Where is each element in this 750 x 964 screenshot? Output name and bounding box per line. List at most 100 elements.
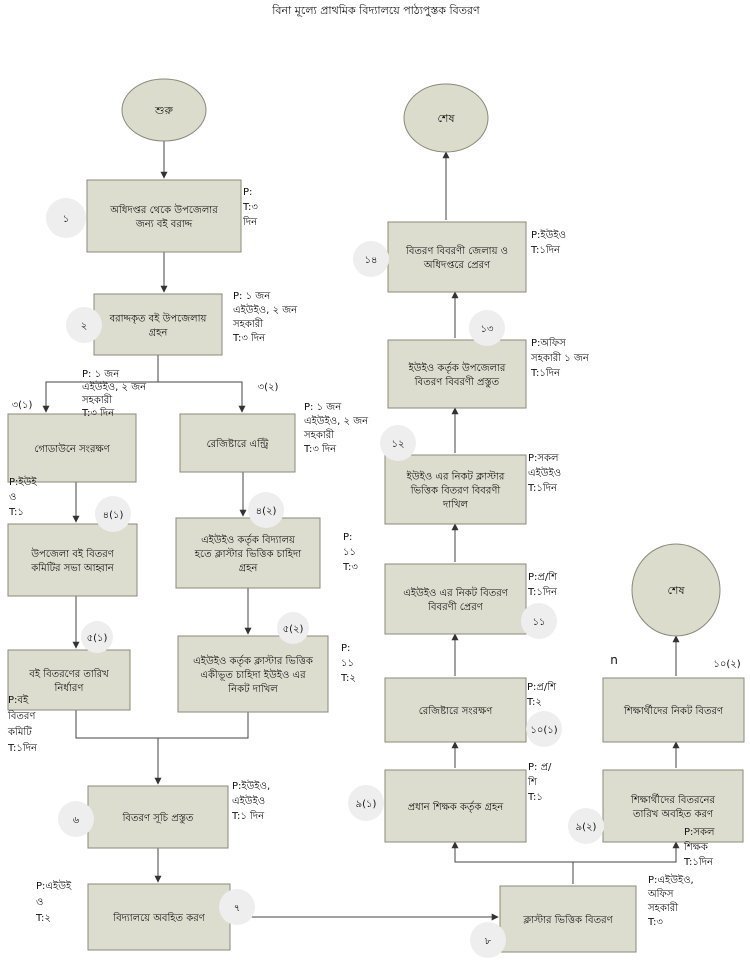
annotation-line: এইউইও, ২ জন (82, 380, 147, 393)
process-label-p4a: কমিটির সভা আহ্বান (30, 561, 114, 574)
process-box-p3a: গোডাউনে সংরক্ষণ (7, 413, 137, 483)
terminal-end-main-label: শেষ (437, 112, 455, 125)
step-number-8: ৮ (485, 936, 492, 947)
annotation-line: এইউইও (528, 466, 561, 479)
annotation-line: বিতরণ (7, 710, 36, 722)
annotation-line: এইউইও (232, 794, 265, 807)
process-box-p9b: শিক্ষার্থীদের বিতরনেরতারিখ অবহিত করণ (602, 769, 744, 843)
process-box-p9a: প্রধান শিক্ষক কর্তৃক গ্রহন (384, 769, 527, 843)
annotation-line: শিক্ষক (683, 841, 709, 853)
process-label-p12: দাখিল (442, 499, 469, 511)
process-label-p14: বিতরণ বিবরণী জেলায় ও (405, 244, 508, 257)
process-label-p1: জন্য বই বরাদ্দ (135, 218, 193, 230)
process-label-p12: ভিত্তিক বিতরণ বিবরণী (410, 484, 501, 497)
annotation-line: T:১দিন (530, 367, 561, 379)
process-box-p2: বরাদ্দকৃত বই উপজেলায়গ্রহন (93, 293, 223, 356)
step-number-5a: ৫(১) (87, 633, 108, 644)
step-number-11: ১১ (533, 617, 546, 628)
process-label-p5b: একীভূত চাহিদা ইউইও এর (200, 668, 306, 681)
terminal-end-right: শেষ (631, 543, 721, 637)
process-box-p7: বিদ্যালয়ে অবহিত করণ (87, 883, 231, 951)
arrow-8-to-9a (451, 841, 574, 884)
process-label-p2: বরাদ্দকৃত বই উপজেলায় (109, 312, 208, 325)
process-label-p12: ইউইও এর নিকট ক্লাস্টার (406, 470, 505, 483)
annotation-a10a: P:প্র/শিT:২ (526, 681, 557, 708)
annotation-line: T:৩ দিন (232, 332, 266, 344)
annotation-a5a: P:বই বিতরণ কমিটি T:১দিন (7, 694, 38, 754)
annotation-line: P:এইউই (36, 879, 72, 892)
step-number-12: ১২ (392, 439, 405, 450)
process-label-p13: বিতরণ বিবরণী প্রস্তুত (414, 375, 500, 388)
annotation-line: T:২ (35, 913, 51, 924)
process-label-p7: বিদ্যালয়ে অবহিত করণ (112, 912, 206, 924)
process-box-p6: বিতরণ সূচি প্রস্তুত (87, 785, 229, 849)
process-label-p11: বিবরণী প্রেরণ (427, 600, 484, 613)
annotation-line: P: ১ জন (82, 369, 120, 380)
annotation-line: সহকারী (232, 317, 263, 330)
step-number-6: ৬ (73, 815, 80, 826)
connectors (42, 141, 680, 921)
annotation-line: P: ১ জন (233, 291, 271, 302)
process-label-p6: বিতরণ সূচি প্রস্তুত (122, 812, 194, 824)
annotation-a9a: P: প্র/শিT:১ (527, 762, 552, 803)
step-number-5b: ৫(২) (283, 624, 304, 635)
step-number-3b: ৩(২) (258, 382, 279, 393)
process-label-p9a: প্রধান শিক্ষক কর্তৃক গ্রহন (408, 801, 505, 813)
process-label-p5a: নির্ধারণ (54, 682, 85, 694)
arrow-2-to-3a (42, 355, 159, 413)
step-number-14: ১৪ (365, 255, 378, 266)
annotation-line: T:১দিন (7, 742, 38, 754)
annotation-line: P: (341, 643, 350, 654)
process-label-p5a: বই বিতরণের তারিখ (28, 668, 109, 680)
annotation-a11: P:প্র/শিT:১দিন (527, 571, 558, 598)
step-number-10a: ১০(১) (530, 725, 557, 736)
process-label-p11: এইউইও এর নিকট বিতরণ (403, 586, 509, 599)
annotation-line: সহকারী (81, 393, 112, 406)
annotation-line: P: ১ জন (304, 402, 342, 413)
step-number-7: ৭ (234, 903, 241, 914)
process-label-p4b: গ্রহন (239, 563, 259, 574)
annotation-line: T:১দিন (683, 856, 714, 868)
step-numbers: ১ ২ ৩(১) ৩(২) ৪(১) ৪(২) ৫(১) ৫(২) ৬ ৭ ৮ … (12, 198, 741, 958)
process-label-p14: অধিদপ্তরে প্রেরণ (423, 259, 491, 271)
process-label-p5b: এইউইও কর্তৃক ক্লাস্টার ভিত্তিক (193, 654, 314, 667)
annotation-line: P: (243, 187, 252, 198)
process-label-p5b: নিকট দাখিল (227, 682, 278, 695)
annotation-line: T:১ (527, 792, 543, 803)
annotation-a1: P:T:৩দিন (242, 187, 258, 228)
annotation-line: P:এইউইও, (648, 873, 694, 886)
terminal-start: শুরু (121, 78, 207, 142)
annotation-line: সহকারী (647, 901, 678, 914)
diagram-title: বিনা মূল্যে প্রাথমিক বিদ্যালয়ে পাঠ্যপুস… (271, 4, 480, 17)
process-label-p3a: গোডাউনে সংরক্ষণ (34, 442, 110, 455)
process-box-p13: ইউইও কর্তৃক উপজেলারবিতরণ বিবরণী প্রস্তুত (387, 339, 527, 409)
process-box-p10b: শিক্ষার্থীদের নিকট বিতরণ (602, 677, 745, 743)
annotation-line: T:২ (340, 673, 356, 684)
step-number-4b: ৪(২) (256, 506, 277, 517)
annotation-line: P:বই (8, 694, 29, 706)
annotation-line: T:৩ (242, 202, 258, 213)
annotation-line: কমিটি (7, 725, 32, 738)
step-number-n: n (610, 653, 618, 667)
process-label-p4b: এইউইও কর্তৃক বিদ্যালয় (201, 533, 296, 546)
annotation-line: T:১ দিন (231, 810, 265, 822)
annotation-line: P:ইউই (9, 475, 37, 488)
annotation-line: P:অফিস (531, 337, 566, 349)
process-box-p4b: এইউইও কর্তৃক বিদ্যালয়হতে ক্লাস্টার ভিত্… (175, 517, 321, 589)
annotation-line: P:প্র/শি (528, 571, 558, 583)
annotation-line: এইউইও, ২ জন (304, 414, 369, 427)
arrow-8-to-9b (573, 841, 680, 863)
annotation-line: T:১দিন (527, 482, 558, 494)
terminal-start-label: শুরু (154, 104, 173, 117)
annotation-line: P:ইউইও, (232, 779, 270, 792)
annotation-line: অফিস (647, 888, 674, 900)
process-box-p5b: এইউইও কর্তৃক ক্লাস্টার ভিত্তিকএকীভূত চাহ… (177, 635, 329, 713)
